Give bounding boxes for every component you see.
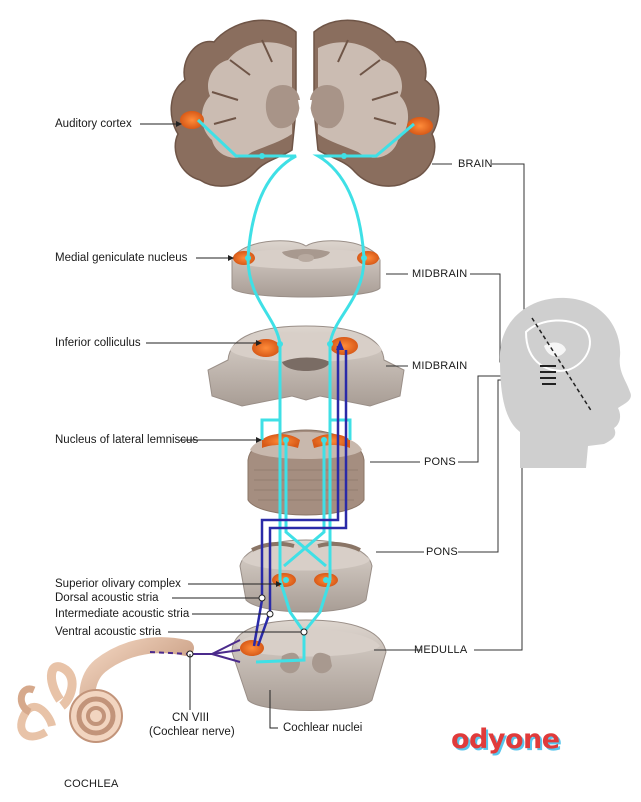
region-midbrain-2: MIDBRAIN — [412, 360, 468, 372]
leader-lines — [140, 123, 304, 729]
region-medulla: MEDULLA — [414, 644, 468, 656]
label-cn-viii: CN VIII — [172, 712, 210, 724]
auditory-cortex-left — [180, 111, 204, 129]
label-medial-geniculate: Medial geniculate nucleus — [55, 252, 188, 264]
label-cochlear-nuclei: Cochlear nuclei — [283, 722, 363, 734]
label-cochlea: COCHLEA — [64, 778, 119, 790]
brain-coronal-section — [170, 19, 440, 187]
region-connectors — [370, 163, 525, 651]
medial-geniculate-slab — [231, 240, 381, 298]
label-lateral-lemniscus: Nucleus of lateral lemniscus — [55, 434, 199, 446]
label-ventral-stria: Ventral acoustic stria — [55, 626, 162, 638]
label-dorsal-stria: Dorsal acoustic stria — [55, 592, 159, 604]
ic-right — [330, 337, 358, 355]
leader-circles — [258, 594, 308, 636]
right-white-matter — [318, 42, 409, 158]
gyri-detail — [211, 39, 399, 125]
auditory-cortex-right — [407, 117, 433, 135]
inferior-colliculus-slab — [207, 325, 405, 407]
label-superior-olivary: Superior olivary complex — [55, 578, 181, 590]
mgn-left — [233, 251, 255, 265]
acoustic-stria-blue — [252, 346, 348, 647]
odyone-logo: odyone — [451, 724, 560, 755]
thalamus-grey — [265, 85, 345, 129]
ventricles — [298, 100, 312, 130]
region-pons-2: PONS — [426, 546, 458, 558]
label-inferior-colliculus: Inferior colliculus — [55, 337, 141, 349]
left-white-matter — [201, 42, 292, 158]
label-auditory-cortex: Auditory cortex — [55, 118, 132, 130]
medulla-slab — [231, 619, 387, 711]
lower-pons-slab — [239, 539, 373, 613]
region-midbrain-1: MIDBRAIN — [412, 268, 468, 280]
head-silhouette — [499, 297, 631, 468]
region-brain: BRAIN — [458, 158, 493, 170]
label-cochlear-nerve: (Cochlear nerve) — [149, 726, 235, 738]
leader-arrowheads — [176, 121, 282, 587]
cochlear-nerve — [149, 639, 241, 663]
mgn-right — [357, 251, 379, 265]
pathway-nodes — [245, 153, 367, 583]
cochlea-graphic — [17, 637, 194, 743]
label-intermediate-stria: Intermediate acoustic stria — [55, 608, 190, 620]
ic-arrow-head — [336, 340, 344, 350]
region-pons-1: PONS — [424, 456, 456, 468]
